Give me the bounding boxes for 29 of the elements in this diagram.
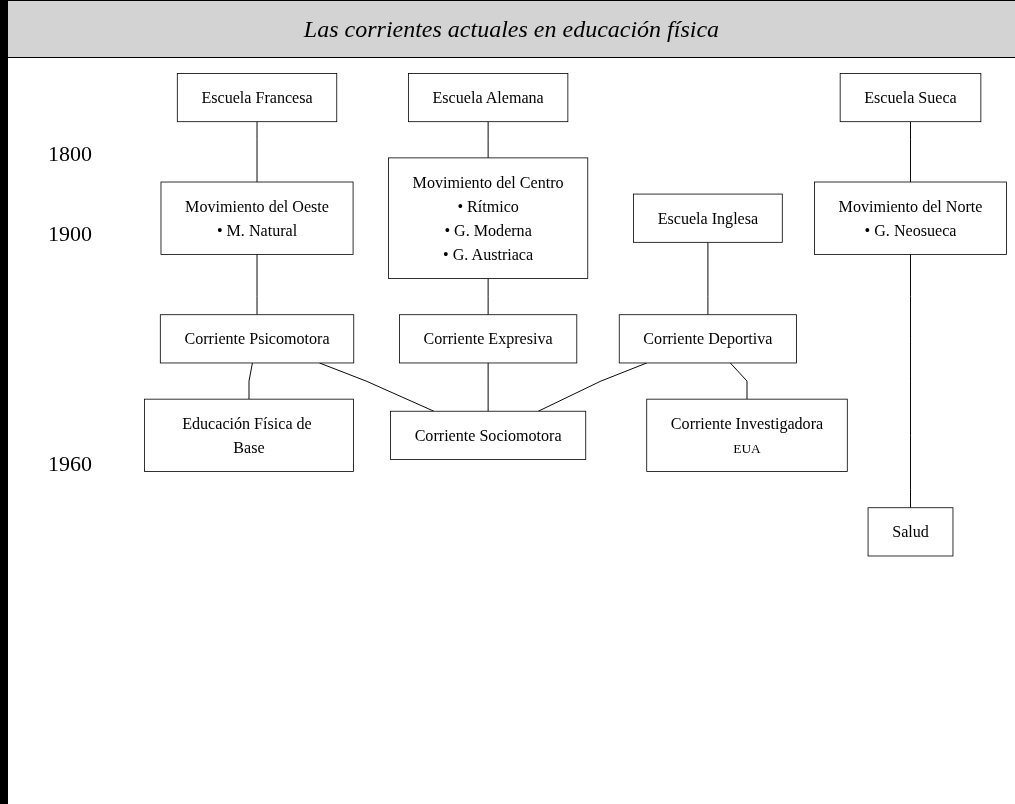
node-box: Corriente Sociomotora — [390, 410, 587, 460]
connector — [487, 362, 489, 412]
connector — [256, 253, 258, 316]
node-box: Movimiento del Norte • G. Neosueca — [814, 181, 1007, 255]
connector — [487, 121, 489, 159]
connector — [537, 362, 648, 412]
year-label: 1900 — [48, 221, 92, 247]
node-box: Movimiento del Oeste • M. Natural — [160, 181, 354, 255]
node-box: Escuela Francesa — [176, 73, 338, 123]
node-box: Corriente Deportiva — [618, 314, 797, 364]
node-box: Escuela Alemana — [408, 73, 569, 123]
connector — [910, 253, 911, 509]
connector — [487, 278, 489, 316]
title-banner: Las corrientes actuales en educación física — [8, 1, 1015, 58]
node-box: Escuela Inglesa — [633, 193, 783, 243]
year-label: 1800 — [48, 141, 92, 167]
connector — [729, 362, 748, 400]
year-label: 1960 — [48, 451, 92, 477]
node-box: Corriente Expresiva — [399, 314, 578, 364]
node-box: Escuela Sueca — [839, 73, 982, 123]
node-box: Educación Física de Base — [144, 398, 354, 472]
connector — [910, 121, 911, 183]
connector — [248, 362, 253, 400]
node-box: Movimiento del Centro • Rítmico • G. Moderna • G. Austriaca — [388, 157, 589, 279]
node-box: Corriente Investigadora EUA — [646, 398, 848, 472]
node-box: Salud — [867, 507, 954, 557]
node-box: Corriente Psicomotora — [159, 314, 355, 364]
connector — [707, 241, 709, 316]
connector — [256, 121, 258, 183]
